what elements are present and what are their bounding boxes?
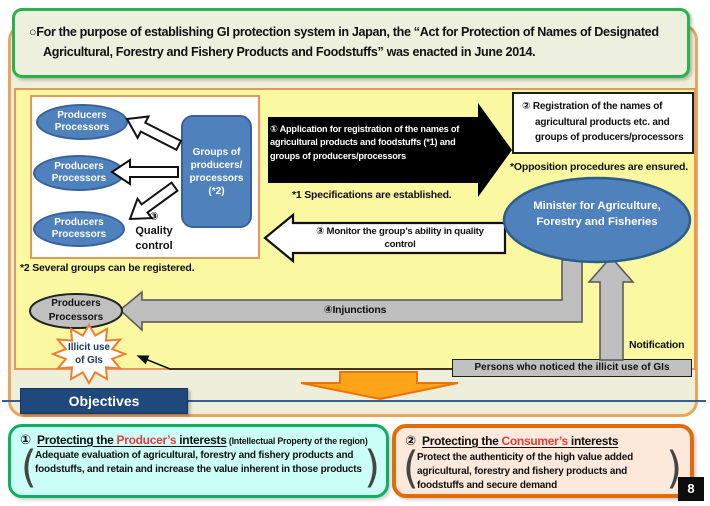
consumer-objective-heading: ② Protecting the Consumer’s interests xyxy=(405,433,619,449)
application-arrow-label: ① Application for registration of the na… xyxy=(270,124,460,161)
note-opposition: *Opposition procedures are ensured. xyxy=(510,161,688,173)
page-number: 8 xyxy=(678,477,704,501)
producers-ellipse-2: Producers Processors xyxy=(33,155,125,191)
title-box: ○For the purpose of establishing GI prot… xyxy=(12,8,690,78)
producer-objective-body: Adequate evaluation of agricultural, for… xyxy=(35,450,362,476)
consumer-bracket-left: ( xyxy=(403,442,419,494)
registration-line1: ② Registration of the names of xyxy=(522,101,663,112)
registration-line3: groups of producers/processors xyxy=(535,132,684,143)
objectives-divider-line xyxy=(2,400,706,402)
groups-of-producers-box: Groups of producers/ processors (*2) xyxy=(181,115,252,228)
consumer-heading-red: Consumer’s xyxy=(501,434,569,448)
producer-bracket-right: ) xyxy=(364,441,380,493)
producer-heading-suffix: interests xyxy=(176,433,227,447)
slide-title: ○For the purpose of establishing GI prot… xyxy=(29,25,659,60)
consumer-objective-box: ② Protecting the Consumer’s interests ( P… xyxy=(392,424,694,498)
producers-ellipse-3: Producers Processors xyxy=(33,211,125,247)
producers-ellipse-1: Producers Processors xyxy=(36,104,128,140)
monitor-arrow-label: ③ Monitor the group’s ability in quality… xyxy=(316,226,484,251)
gray-producers-label: Producers Processors xyxy=(48,298,104,323)
note-specifications: *1 Specifications are established. xyxy=(292,189,452,201)
producer-heading-note: (Intellectual Property of the region) xyxy=(226,436,368,446)
producer-objective-heading: ① Protecting the Producer’s interests (In… xyxy=(20,432,368,448)
note-several-groups: *2 Several groups can be registered. xyxy=(20,262,195,274)
producer-heading-red: Producer’s xyxy=(116,433,177,447)
illicit-use-label: Illicit use of GIs xyxy=(68,342,110,367)
registration-box: ② Registration of the names of agricultu… xyxy=(512,92,694,154)
minister-label: Minister for Agriculture, Forestry and F… xyxy=(533,200,661,228)
producer-objective-number: ① xyxy=(20,432,32,447)
quality-control-label: ③ Quality control xyxy=(135,211,173,252)
notification-label: Notification xyxy=(629,339,685,351)
injunctions-label: ④Injunctions xyxy=(323,304,387,316)
objectives-banner: Objectives xyxy=(20,388,188,414)
consumer-heading-suffix: interests xyxy=(567,434,619,448)
producer-objective-box: ① Protecting the Producer’s interests (In… xyxy=(8,424,389,498)
producer-heading-prefix: Protecting the xyxy=(37,433,117,447)
consumer-objective-number: ② xyxy=(405,433,417,448)
persons-noticed-box: Persons who noticed the illicit use of G… xyxy=(452,359,692,377)
registration-line2: agricultural products etc. and xyxy=(535,116,670,128)
consumer-objective-body: Protect the authenticity of the high val… xyxy=(417,452,633,492)
producer-bracket-left: ( xyxy=(21,441,37,493)
consumer-heading-prefix: Protecting the xyxy=(422,434,502,448)
